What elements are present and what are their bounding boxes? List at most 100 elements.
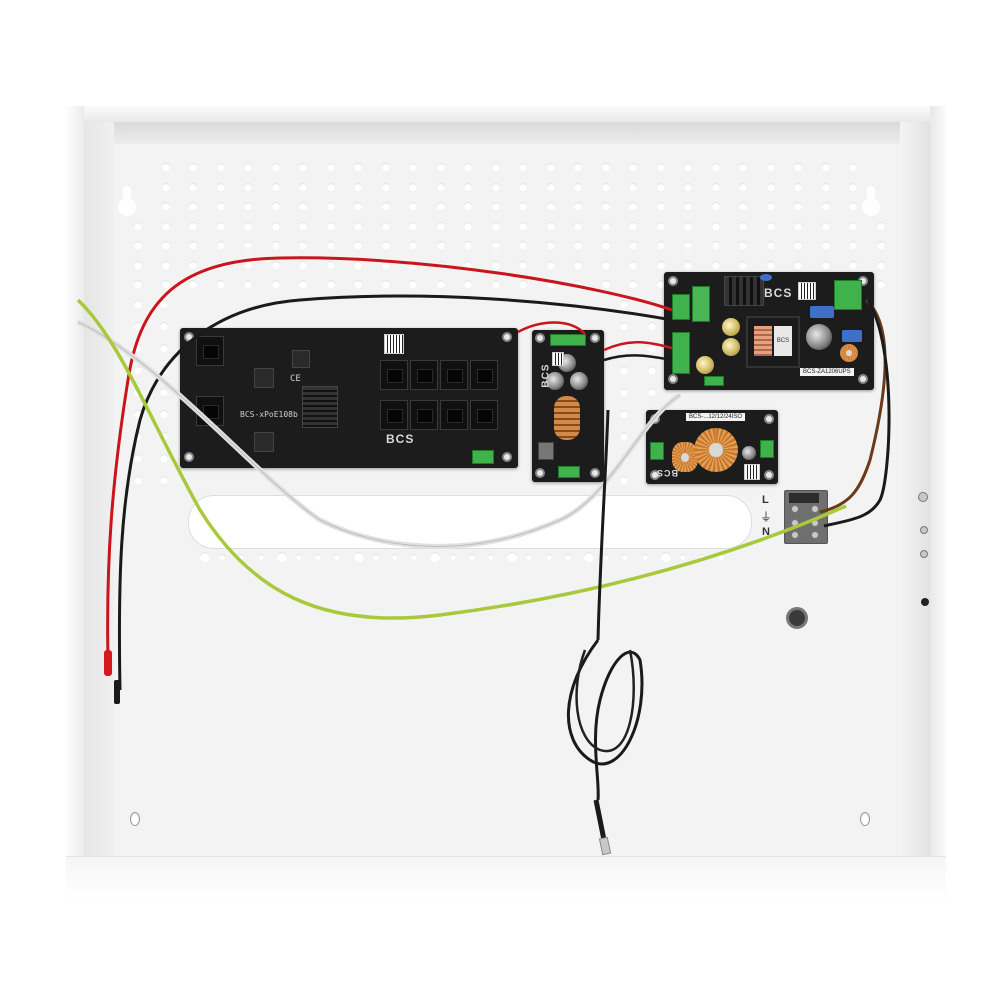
capacitor [722,318,740,336]
phy-chip [254,368,274,388]
perforation-hole [134,432,142,440]
perforation-hole [491,202,500,210]
perforation-hole [381,221,390,230]
mounting-hole [535,468,545,478]
transformer: BCS [746,316,800,368]
perforation-hole [464,241,472,249]
perforation-hole [134,476,142,484]
psu-board: BCS BCS BCS-ZA1206UPS [664,272,874,390]
perforation-hole [648,366,656,374]
perforation-hole [766,163,775,171]
perforation-hole [620,344,628,352]
rj45-port-8[interactable] [470,400,498,430]
perforation-hole [326,182,335,191]
perforation-hole [526,554,533,560]
perforation-hole [216,182,225,191]
perforation-hole [794,260,802,269]
perforation-hole [134,366,142,374]
perforation-hole [601,260,610,269]
perforation-hole [464,221,472,230]
perforation-hole [656,202,665,210]
perforation-hole [244,260,252,269]
power-terminal [472,450,494,464]
perforation-hole [271,280,280,288]
perforation-hole [546,182,555,191]
rj45-port-uplink-1[interactable] [196,336,224,366]
side-screw [918,492,928,502]
perforation-hole [436,241,445,249]
perforation-hole [296,554,302,560]
perforation-hole [546,221,555,230]
perforation-hole [257,554,264,560]
perforation-hole [381,182,390,191]
perforation-hole [381,163,390,171]
perforation-hole [821,221,830,230]
heatsink-chip [302,386,338,428]
perforation-hole [656,163,665,171]
barrel-plug [598,836,612,856]
rj45-port-4[interactable] [470,360,498,390]
perforation-hole [519,241,527,249]
x-capacitor [842,330,862,342]
mains-label-l: L [762,494,769,506]
perforation-hole [849,241,857,249]
battery-terminal [672,294,690,320]
perforation-hole [519,260,527,269]
perforation-hole [464,280,472,288]
perforation-hole [849,182,857,191]
perforation-hole [876,280,885,288]
perforation-hole [381,260,390,269]
board-model-label: BCS-xPoE108b [240,410,298,419]
perforation-hole [601,280,610,288]
perforation-hole [507,552,518,562]
brand-logo: BCS [386,432,415,446]
perforation-hole [794,182,802,191]
perforation-hole [574,241,582,249]
perforation-hole [491,260,500,269]
perforation-hole [519,280,527,288]
perforation-hole [849,163,857,171]
perforation-hole [684,163,692,171]
capacitor [742,446,756,460]
perforation-hole [656,241,665,249]
perforation-hole [699,554,706,560]
perforation-hole [821,241,830,249]
rj45-port-1[interactable] [380,360,408,390]
perforation-hole [271,163,280,171]
perforation-hole [449,554,456,560]
perforation-hole [409,221,417,230]
perforation-hole [849,221,857,230]
enclosure-rim-left [66,106,84,900]
inductor [672,442,698,472]
perforation-hole [766,182,775,191]
perforation-hole [656,280,665,288]
heatsink [724,276,764,306]
rj45-port-7[interactable] [440,400,468,430]
black-mains-wire [823,299,891,528]
perforation-hole [354,221,362,230]
perforation-hole [545,554,552,560]
perforation-hole [519,202,527,210]
rj45-port-3[interactable] [440,360,468,390]
perforation-hole [238,554,245,560]
rj45-port-5[interactable] [380,400,408,430]
perforation-hole [821,202,830,210]
mains-switch[interactable] [789,493,819,503]
perforation-hole [189,280,197,288]
perforation-hole [684,202,692,210]
perforation-hole [464,202,472,210]
perforation-hole [546,241,555,249]
rj45-port-2[interactable] [410,360,438,390]
perforation-hole [574,163,582,171]
perforation-hole [564,554,571,560]
perforation-hole [629,280,637,288]
rj45-port-6[interactable] [410,400,438,430]
perforation-hole [711,182,720,191]
qr-code [744,464,760,480]
mounting-hole [184,452,194,462]
perforation-hole [134,260,142,269]
perforation-hole [134,454,142,462]
perforation-hole [160,432,168,440]
black-spade-connector [114,680,120,704]
ground-symbol: ⏚ [760,510,773,524]
